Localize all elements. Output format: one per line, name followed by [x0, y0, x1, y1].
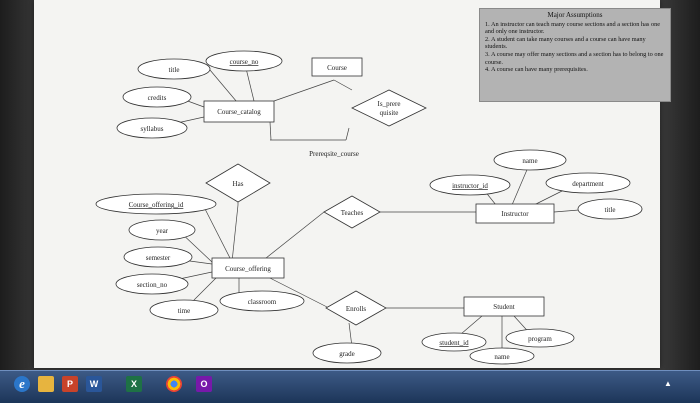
powerpoint-icon[interactable]: P	[62, 376, 78, 392]
relationship-enrolls: Enrolls	[325, 290, 387, 326]
assumption-item: 3. A course may offer many sections and …	[485, 50, 664, 66]
entity-student: Student	[463, 296, 545, 317]
entity-course-catalog: Course_catalog	[203, 100, 275, 123]
assumption-item: 1. An instructor can teach many course s…	[485, 20, 661, 36]
attribute-student-id: student_id	[421, 332, 487, 352]
file-explorer-icon[interactable]	[38, 376, 54, 392]
svg-text:title: title	[169, 66, 180, 74]
system-tray-arrow-icon[interactable]: ▲	[664, 379, 672, 388]
svg-text:semester: semester	[146, 254, 171, 262]
svg-text:Course_catalog: Course_catalog	[217, 108, 261, 116]
diagram-slide: Course Course_catalog Course_offering In…	[34, 0, 671, 368]
onenote-icon[interactable]: O	[196, 376, 212, 392]
svg-text:credits: credits	[148, 94, 167, 102]
attribute-course-no: course_no	[205, 50, 283, 72]
attribute-section-no: section_no	[115, 273, 189, 295]
attribute-title: title	[137, 58, 211, 80]
svg-text:year: year	[156, 227, 169, 235]
attribute-year: year	[128, 219, 196, 241]
svg-text:Course: Course	[327, 64, 347, 72]
svg-text:quisite: quisite	[380, 109, 399, 117]
svg-text:instructor_id: instructor_id	[452, 182, 488, 190]
attribute-department: department	[545, 172, 631, 194]
attribute-semester: semester	[123, 246, 193, 268]
svg-text:Teaches: Teaches	[341, 209, 364, 217]
relationship-has: Has	[205, 163, 271, 203]
svg-text:name: name	[494, 353, 509, 361]
attribute-instructor-title: title	[577, 198, 643, 220]
svg-text:program: program	[528, 335, 552, 343]
assumption-item: 4. A course can have many prerequisites.	[485, 66, 588, 74]
entity-course: Course	[311, 57, 363, 77]
word-icon[interactable]: W	[86, 376, 102, 392]
major-assumptions-box: Major Assumptions 1. An instructor can t…	[479, 8, 671, 102]
attribute-time: time	[149, 299, 219, 321]
attribute-credits: credits	[122, 86, 192, 108]
svg-text:grade: grade	[339, 350, 355, 358]
entity-course-offering: Course_offering	[211, 257, 285, 279]
svg-text:classroom: classroom	[248, 298, 277, 306]
svg-text:title: title	[605, 206, 616, 214]
internet-explorer-icon[interactable]: e	[14, 376, 30, 392]
attribute-grade: grade	[312, 342, 382, 364]
attribute-program: program	[505, 328, 575, 348]
svg-text:student_id: student_id	[439, 339, 469, 347]
assumptions-heading: Major Assumptions	[547, 11, 603, 19]
svg-text:Student: Student	[493, 303, 514, 311]
relationship-teaches: Teaches	[323, 195, 381, 229]
svg-text:Course_offering: Course_offering	[225, 265, 271, 273]
er-diagram: Course Course_catalog Course_offering In…	[95, 50, 643, 365]
attribute-instructor-id: instructor_id	[429, 174, 511, 196]
excel-icon[interactable]: X	[126, 376, 142, 392]
svg-text:Instructor: Instructor	[501, 210, 529, 218]
attribute-syllabus: syllabus	[116, 117, 188, 139]
svg-text:Course_offering_id: Course_offering_id	[129, 201, 184, 209]
svg-text:Has: Has	[233, 180, 244, 188]
svg-text:section_no: section_no	[137, 281, 168, 289]
assumption-item: 2. A student can take many courses and a…	[485, 35, 646, 51]
svg-text:Enrolls: Enrolls	[346, 305, 366, 313]
attribute-classroom: classroom	[219, 290, 305, 312]
taskbar: e P W X O ▲	[0, 370, 700, 403]
relationship-is-prerequisite: Is_prere quisite	[351, 89, 427, 127]
chrome-icon[interactable]	[166, 376, 182, 392]
attribute-student-name: name	[469, 347, 535, 365]
svg-text:Is_prere: Is_prere	[378, 100, 401, 108]
attribute-name: name	[493, 149, 567, 171]
svg-text:name: name	[522, 157, 537, 165]
attribute-course-offering-id: Course_offering_id	[95, 193, 217, 215]
svg-text:syllabus: syllabus	[141, 125, 164, 133]
svg-text:time: time	[178, 307, 190, 315]
entity-instructor: Instructor	[475, 203, 555, 224]
prereqsite-course-label: Prereqsite_course	[309, 150, 359, 158]
svg-text:department: department	[572, 180, 604, 188]
svg-text:course_no: course_no	[230, 58, 259, 66]
